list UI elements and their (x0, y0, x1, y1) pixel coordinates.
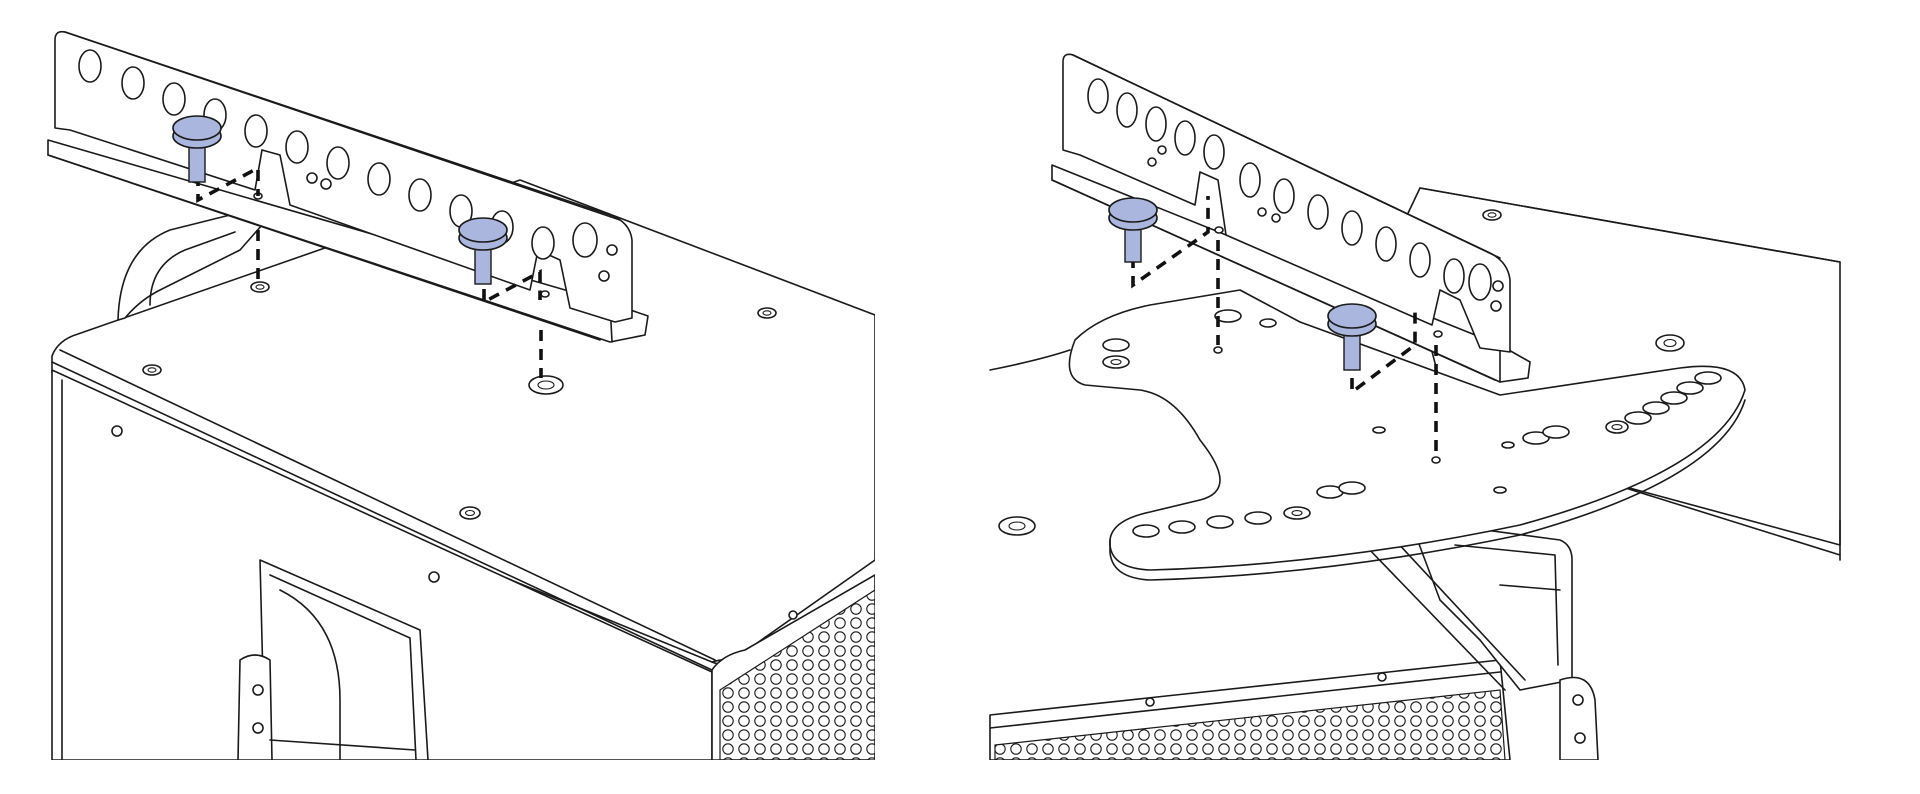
thumb-screw-pin (1327, 303, 1377, 371)
thumb-screw-pin (1108, 197, 1158, 263)
left-panel (47, 30, 875, 760)
side-handle-left (237, 559, 429, 760)
cabinet-screw-holes-left (111, 281, 798, 620)
thumb-screw-pin (172, 115, 222, 183)
mounting-plate-right (1068, 289, 1746, 581)
right-panel (989, 53, 1841, 760)
bracket-holes-right (1087, 78, 1504, 312)
thumb-screw-pin (458, 217, 508, 285)
speaker-cabinet-left (51, 179, 875, 760)
mounting-bracket-right (1051, 53, 1531, 383)
plate-holes-right (1102, 309, 1722, 538)
